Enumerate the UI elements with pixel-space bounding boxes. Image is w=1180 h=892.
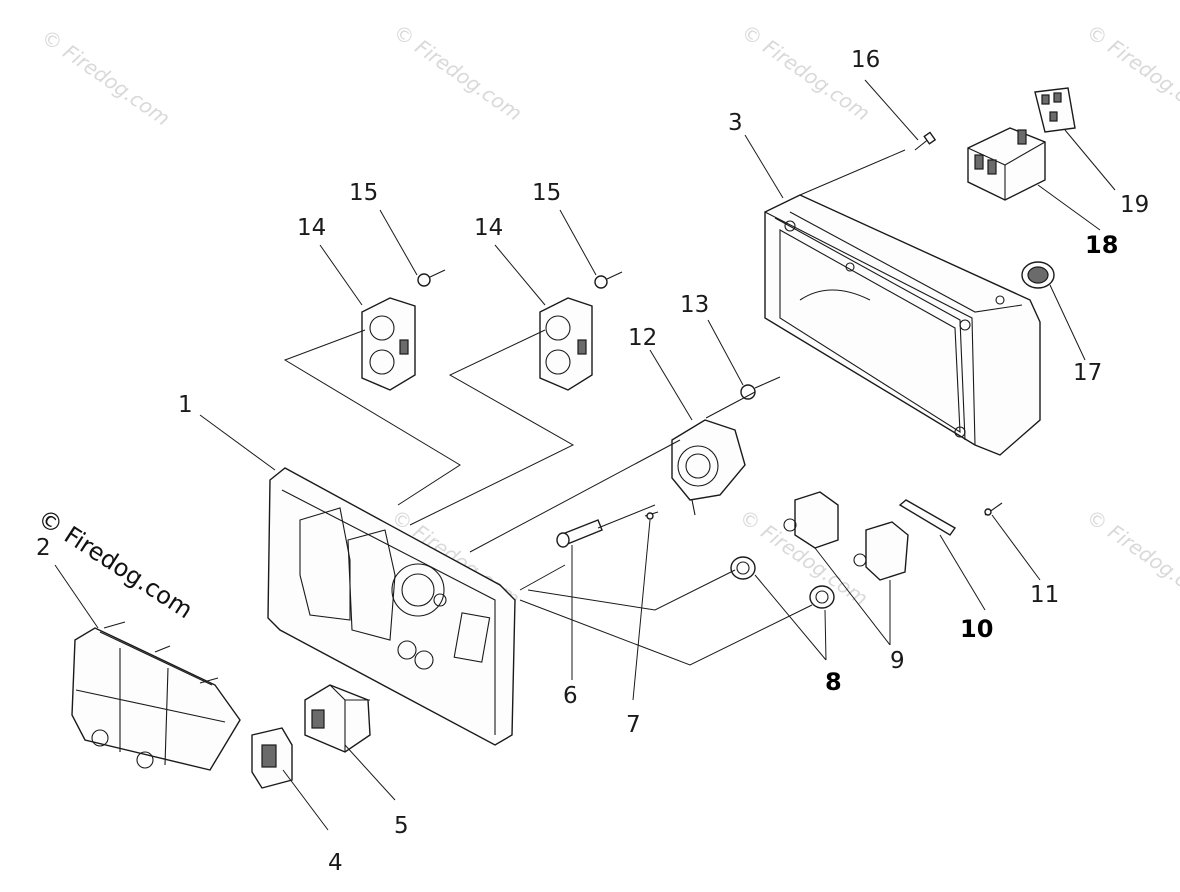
callout-15: 15 bbox=[349, 180, 378, 206]
watermark-main: © Firedog.com bbox=[33, 504, 198, 625]
callout-1: 1 bbox=[178, 392, 193, 418]
callout-4: 4 bbox=[328, 850, 343, 876]
callout-10: 10 bbox=[960, 615, 993, 643]
part-1-front-panel bbox=[267, 467, 516, 746]
callout-labels: 1 2 3 4 5 6 7 8 9 10 11 12 13 14 14 15 1… bbox=[36, 47, 1149, 876]
part-10-bus-bar bbox=[898, 499, 957, 536]
part-5-switch-assembly bbox=[304, 684, 371, 753]
assembly-lines bbox=[283, 149, 906, 666]
callout-16: 16 bbox=[851, 47, 880, 73]
part-8-breaker bbox=[730, 556, 756, 580]
callout-2: 2 bbox=[36, 535, 51, 561]
part-7-screw bbox=[644, 511, 659, 520]
callout-19: 19 bbox=[1120, 192, 1149, 218]
callout-14: 14 bbox=[474, 215, 503, 241]
callout-17: 17 bbox=[1073, 360, 1102, 386]
callout-8: 8 bbox=[825, 668, 842, 696]
callout-11: 11 bbox=[1030, 582, 1059, 608]
part-15-nut bbox=[594, 271, 623, 289]
watermark-faint: © Firedog.com bbox=[1082, 504, 1180, 610]
watermark-faint: © Firedog.com bbox=[1082, 19, 1180, 125]
part-19-jumper bbox=[1034, 87, 1076, 133]
part-11-screw bbox=[984, 502, 1003, 516]
part-3-enclosure-box bbox=[764, 194, 1041, 456]
callout-7: 7 bbox=[626, 712, 641, 738]
callout-12: 12 bbox=[628, 325, 657, 351]
part-18-terminal-block bbox=[967, 127, 1046, 201]
part-4-switch bbox=[251, 727, 293, 789]
watermark-faint: © Firedog.com bbox=[37, 24, 174, 130]
part-14-receptacle-left bbox=[361, 297, 416, 391]
callout-18: 18 bbox=[1085, 231, 1118, 259]
callout-9: 9 bbox=[890, 648, 905, 674]
part-8-breaker bbox=[809, 585, 835, 609]
watermark-faint: © Firedog.com bbox=[389, 19, 526, 125]
part-12-twist-lock-receptacle bbox=[671, 419, 746, 516]
part-2-cover bbox=[71, 621, 241, 771]
part-16-screw bbox=[914, 131, 937, 151]
part-17-grommet bbox=[1021, 261, 1055, 289]
part-9-circuit-breaker bbox=[853, 521, 909, 581]
callout-15: 15 bbox=[532, 180, 561, 206]
callout-5: 5 bbox=[394, 813, 409, 839]
part-14-receptacle-right bbox=[539, 297, 593, 391]
part-6-lamp bbox=[556, 519, 603, 548]
callout-3: 3 bbox=[728, 110, 743, 136]
part-9-circuit-breaker bbox=[783, 491, 839, 549]
part-15-nut bbox=[417, 269, 446, 287]
callout-14: 14 bbox=[297, 215, 326, 241]
callout-6: 6 bbox=[563, 683, 578, 709]
part-13-nut bbox=[740, 376, 781, 400]
callout-pointers bbox=[54, 79, 1116, 831]
callout-13: 13 bbox=[680, 292, 709, 318]
